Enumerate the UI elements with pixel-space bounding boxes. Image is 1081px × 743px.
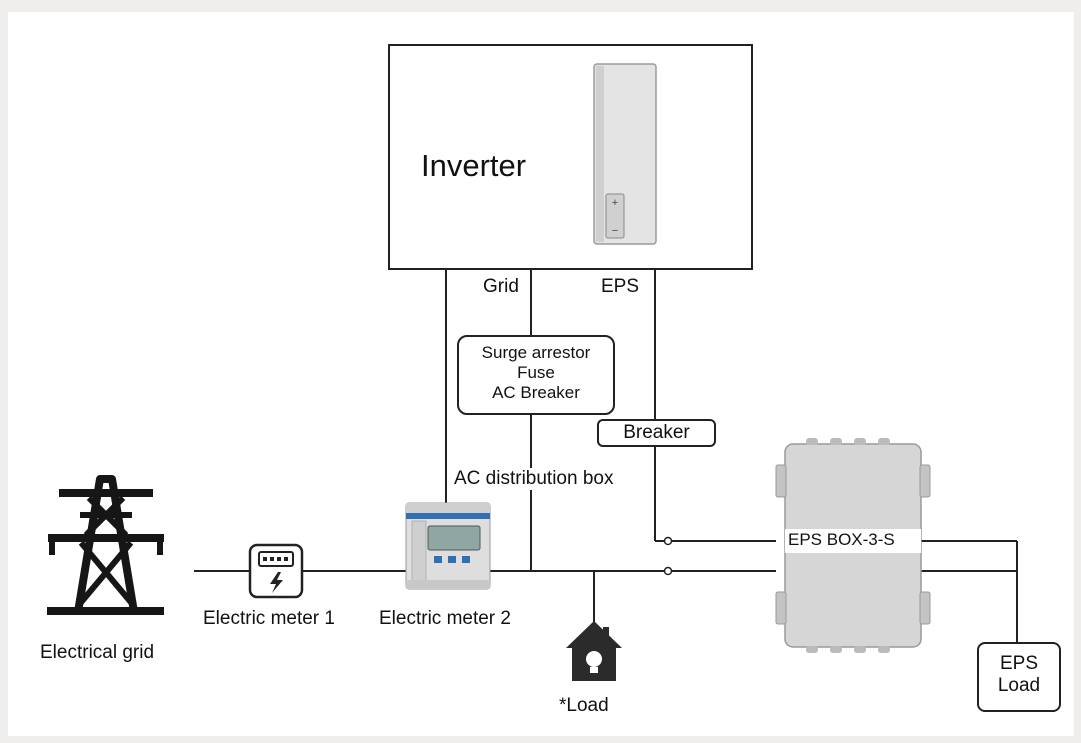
eps-load-line2: Load [997, 675, 1041, 696]
eps-load-line1: EPS [999, 653, 1039, 674]
electric-meter-2-label: Electric meter 2 [379, 608, 511, 629]
battery-plus-sign: + [612, 197, 618, 209]
eps-box-label-band [785, 529, 921, 553]
power-pylon-icon [47, 475, 164, 615]
electric-meter-1-icon [248, 543, 304, 599]
eps-box-label: EPS BOX-3-S [788, 530, 895, 549]
breaker-label: Breaker [623, 422, 690, 443]
fuse-label: Fuse [517, 363, 555, 382]
load-label: *Load [559, 695, 609, 716]
eps-junction-dot [663, 536, 673, 546]
breaker-box: Breaker [597, 419, 716, 447]
battery-minus-sign: − [612, 225, 618, 237]
protection-box: Surge arrestor Fuse AC Breaker [457, 335, 615, 415]
grid-port-label: Grid [483, 276, 519, 297]
eps-port-label: EPS [601, 276, 640, 297]
ac-breaker-label: AC Breaker [492, 383, 580, 402]
eps-load-box: EPS Load [977, 642, 1061, 712]
inverter-label: Inverter [421, 148, 527, 183]
inverter-device-icon: + − [593, 63, 657, 245]
surge-arrestor-label: Surge arrestor [481, 343, 591, 362]
inverter-box [388, 44, 753, 270]
ac-distribution-label: AC distribution box [454, 468, 614, 490]
electrical-grid-label: Electrical grid [40, 642, 155, 663]
load-house-icon [566, 621, 622, 681]
electric-meter-1-label: Electric meter 1 [203, 608, 335, 629]
electric-meter-2-device [405, 502, 491, 590]
grid-junction-dot [663, 566, 673, 576]
